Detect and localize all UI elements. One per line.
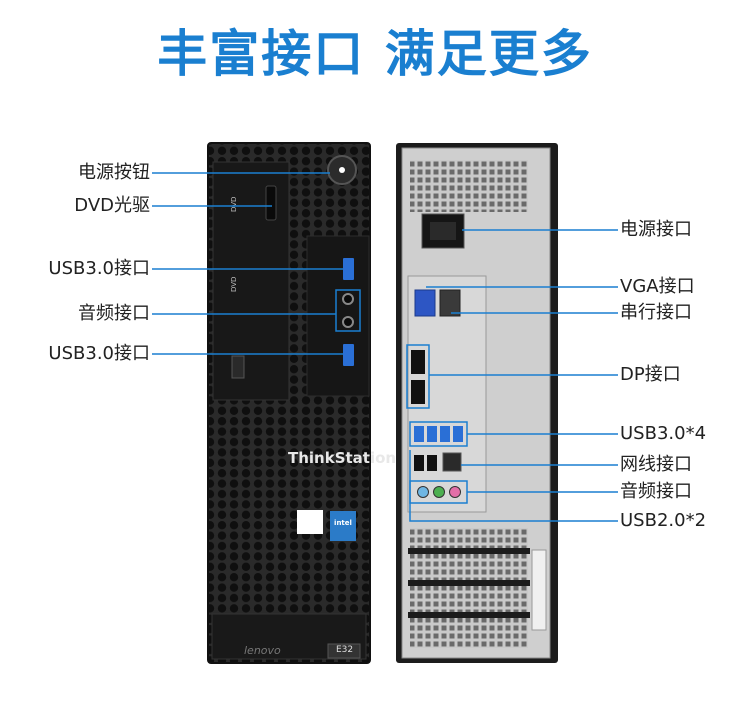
label-usb30-front-bottom: USB3.0接口 [48,343,150,364]
label-power-port: 电源接口 [620,219,692,240]
label-audio-front: 音频接口 [78,303,150,324]
lenovo-logo: lenovo [244,644,281,657]
model-label: E32 [336,645,354,655]
label-usb30-front-top: USB3.0接口 [48,258,150,279]
serial-port [439,289,461,317]
rear-usb3-port-1 [414,426,424,442]
label-serial-port: 串行接口 [620,302,692,323]
svg-text:intel: intel [334,519,352,527]
front-io-panel [306,235,370,397]
rear-case [396,143,558,663]
rear-usb3-port-3 [440,426,450,442]
rear-usb3-port-2 [427,426,437,442]
dp-port-2 [411,380,425,404]
front-case: DVD DVD intel [207,142,371,664]
rear-usb3-port-4 [453,426,463,442]
label-usb30-rear: USB3.0*4 [620,423,707,444]
label-vga-port: VGA接口 [620,276,695,297]
label-dvd-drive: DVD光驱 [74,195,150,216]
label-audio-rear: 音频接口 [620,481,692,502]
label-power-button: 电源按钮 [78,162,150,183]
rear-audio-jack-green [433,486,445,498]
label-ethernet-port: 网线接口 [620,454,692,475]
psu-fan-mesh [410,160,528,212]
front-audio-jack-1 [342,293,354,305]
svg-text:DVD: DVD [230,197,238,212]
label-usb20-rear: USB2.0*2 [620,510,707,531]
ethernet-port [442,452,462,472]
intel-badge [330,511,356,541]
thinkstation-brand: ThinkStation [288,449,397,467]
dvd-drive-slot [265,185,277,221]
front-audio-jack-2 [342,316,354,328]
rear-audio-jack-pink [449,486,461,498]
leader-lines-rear [406,229,618,522]
vga-port [414,289,436,317]
expansion-slot-area [410,528,528,648]
rear-audio-jack-blue [417,486,429,498]
dp-port-1 [411,350,425,374]
svg-text:DVD: DVD [230,277,238,292]
front-usb3-port-top [343,258,354,280]
rear-usb2-port-1 [414,455,424,471]
page-title: 丰富接口 满足更多 [157,25,593,83]
rear-usb2-port-2 [427,455,437,471]
front-usb3-port-bottom [343,344,354,366]
dvd-drive-panel [212,161,290,401]
leader-lines-front [152,172,361,355]
label-dp-port: DP接口 [620,364,681,385]
energy-star-badge [297,510,323,534]
